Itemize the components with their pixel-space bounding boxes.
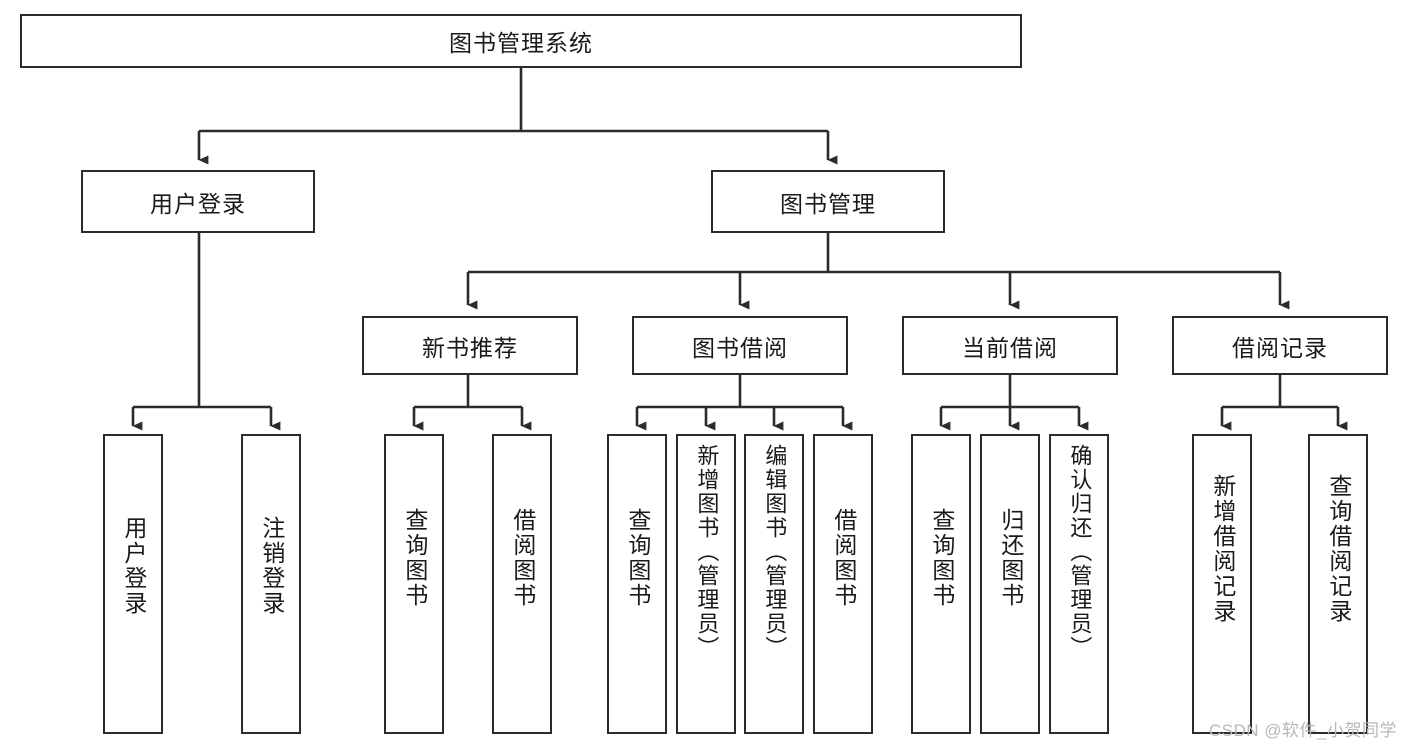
leaf-query-book-current[interactable]: 查询图书 xyxy=(911,434,971,734)
node-new-book-recommend[interactable]: 新书推荐 xyxy=(362,316,578,375)
leaf-return-book[interactable]: 归还图书 xyxy=(980,434,1040,734)
node-label: 查询图书 xyxy=(624,508,651,608)
leaf-query-book-recommend[interactable]: 查询图书 xyxy=(384,434,444,734)
node-label: 用户登录 xyxy=(120,516,147,616)
node-label: 新书推荐 xyxy=(422,334,518,361)
node-label: 查询图书 xyxy=(401,508,428,608)
node-user-login[interactable]: 用户登录 xyxy=(81,170,315,233)
node-label: 归还图书 xyxy=(997,508,1024,608)
leaf-user-login[interactable]: 用户登录 xyxy=(103,434,163,734)
node-book-borrow[interactable]: 图书借阅 xyxy=(632,316,848,375)
node-label: 图书管理 xyxy=(780,190,876,217)
node-label: 借阅图书 xyxy=(830,508,857,608)
leaf-edit-book-admin[interactable]: 编辑图书（管理员） xyxy=(744,434,804,734)
leaf-logout[interactable]: 注销登录 xyxy=(241,434,301,734)
node-label: 借阅记录 xyxy=(1232,334,1328,361)
node-label: 新增借阅记录 xyxy=(1209,474,1236,624)
node-book-management[interactable]: 图书管理 xyxy=(711,170,945,233)
leaf-query-book-borrow[interactable]: 查询图书 xyxy=(607,434,667,734)
leaf-borrow-book-recommend[interactable]: 借阅图书 xyxy=(492,434,552,734)
node-label: 用户登录 xyxy=(150,190,246,217)
node-root-book-management-system[interactable]: 图书管理系统 xyxy=(20,14,1022,68)
leaf-borrow-book[interactable]: 借阅图书 xyxy=(813,434,873,734)
node-label: 借阅图书 xyxy=(509,508,536,608)
watermark-text: CSDN @软件_小贺同学 xyxy=(1208,721,1397,740)
node-label: 确认归还（管理员） xyxy=(1067,444,1093,660)
leaf-query-borrow-record[interactable]: 查询借阅记录 xyxy=(1308,434,1368,734)
node-borrow-record[interactable]: 借阅记录 xyxy=(1172,316,1388,375)
leaf-confirm-return-admin[interactable]: 确认归还（管理员） xyxy=(1049,434,1109,734)
leaf-add-book-admin[interactable]: 新增图书（管理员） xyxy=(676,434,736,734)
node-label: 注销登录 xyxy=(258,516,285,616)
node-label: 编辑图书（管理员） xyxy=(762,444,788,660)
node-label: 查询图书 xyxy=(928,508,955,608)
node-label: 新增图书（管理员） xyxy=(694,444,720,660)
leaf-add-borrow-record[interactable]: 新增借阅记录 xyxy=(1192,434,1252,734)
node-current-borrow[interactable]: 当前借阅 xyxy=(902,316,1118,375)
node-label: 图书管理系统 xyxy=(449,30,593,56)
node-label: 查询借阅记录 xyxy=(1325,474,1352,624)
node-label: 当前借阅 xyxy=(962,334,1058,361)
node-label: 图书借阅 xyxy=(692,334,788,361)
